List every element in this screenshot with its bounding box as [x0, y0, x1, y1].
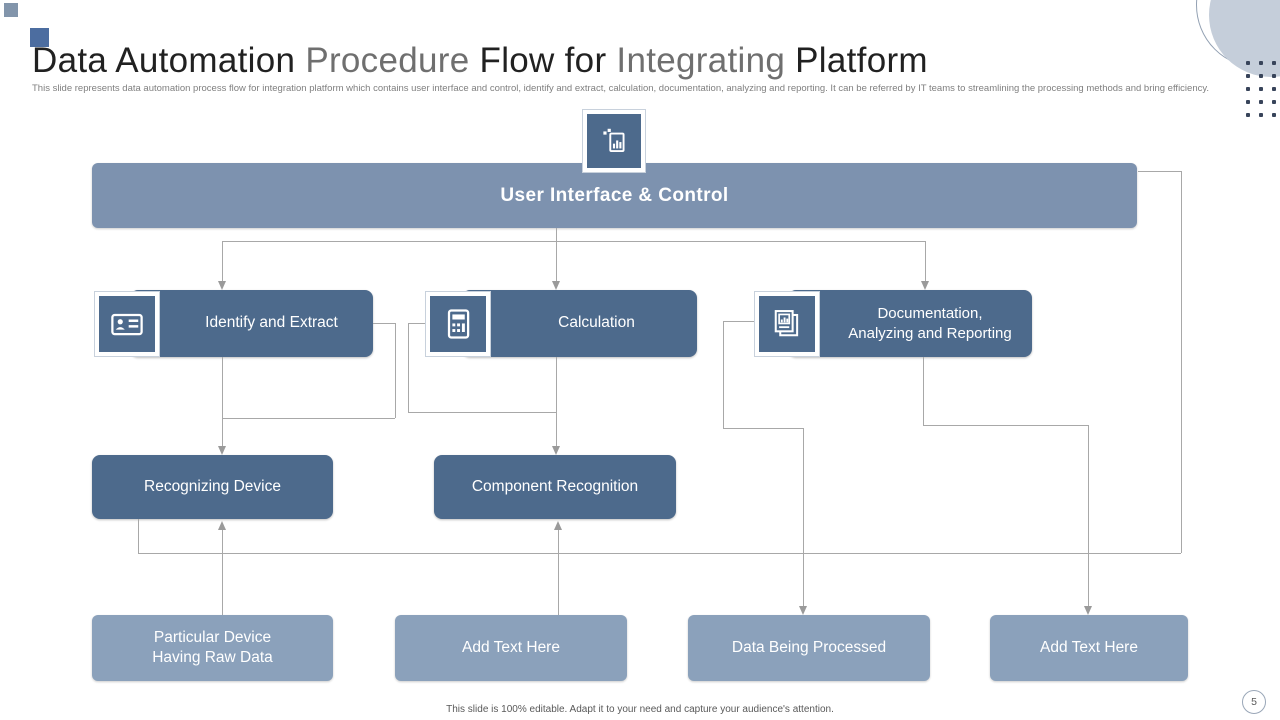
flow-node-label-line: Documentation, [877, 305, 983, 322]
decorative-square [30, 28, 49, 47]
connector-segment [1138, 171, 1181, 172]
connector-segment [222, 529, 223, 615]
footer-note: This slide is 100% editable. Adapt it to… [446, 704, 834, 715]
title-part: Data Automation [32, 41, 306, 81]
page-number-badge: 5 [1242, 690, 1266, 714]
calculator-icon [426, 292, 490, 356]
connector-segment [556, 241, 557, 282]
flow-node-calculation[interactable]: Calculation [462, 290, 697, 357]
flow-node-particular-device-raw-data[interactable]: Particular Device Having Raw Data [92, 615, 333, 681]
flow-node-component-recognition[interactable]: Component Recognition [434, 455, 676, 519]
flow-node-user-interface-control[interactable]: User Interface & Control [92, 163, 1137, 228]
data-document-icon [583, 110, 645, 172]
connector-segment [408, 412, 556, 413]
flow-node-label: Identify and Extract [205, 314, 338, 332]
flow-node-label: User Interface & Control [500, 184, 729, 206]
connector-segment [923, 357, 924, 425]
connector-segment [222, 241, 926, 242]
connector-segment [723, 321, 724, 428]
connector-segment [556, 228, 557, 242]
report-stack-icon [755, 292, 819, 356]
connector-segment [723, 428, 803, 429]
id-card-icon [95, 292, 159, 356]
flow-node-label: Add Text Here [462, 638, 560, 656]
connector-segment [373, 323, 395, 324]
connector-segment [395, 323, 396, 418]
connector-segment [138, 519, 139, 553]
title-part: Integrating [616, 41, 796, 81]
flow-node-label: Data Being Processed [731, 638, 887, 656]
slide-description: This slide represents data automation pr… [32, 82, 1210, 94]
arrowhead-down-icon [218, 281, 226, 290]
connector-segment [558, 529, 559, 615]
flow-node-add-text-placeholder[interactable]: Add Text Here [395, 615, 627, 681]
slide-title: Data Automation Procedure Flow for Integ… [32, 41, 1212, 81]
flow-node-label: Component Recognition [471, 477, 639, 495]
arrowhead-down-icon [799, 606, 807, 615]
title-part: Procedure [305, 41, 480, 81]
connector-segment [1088, 425, 1089, 606]
decorative-dot-grid [1246, 61, 1280, 117]
connector-segment [138, 553, 1181, 554]
title-part: Flow for [479, 41, 617, 81]
connector-segment [408, 323, 426, 324]
flow-node-recognizing-device[interactable]: Recognizing Device [92, 455, 333, 519]
connector-segment [925, 241, 926, 282]
connector-segment [1181, 171, 1182, 553]
arrowhead-up-icon [218, 521, 226, 530]
arrowhead-down-icon [552, 281, 560, 290]
arrowhead-up-icon [554, 521, 562, 530]
decorative-square [4, 3, 18, 17]
arrowhead-down-icon [552, 446, 560, 455]
connector-segment [723, 321, 755, 322]
flow-node-data-being-processed[interactable]: Data Being Processed [688, 615, 930, 681]
flow-node-add-text-placeholder[interactable]: Add Text Here [990, 615, 1188, 681]
connector-segment [222, 241, 223, 282]
connector-segment [222, 418, 395, 419]
connector-segment [408, 323, 409, 412]
connector-segment [923, 425, 1088, 426]
connector-segment [803, 428, 804, 606]
flow-node-label-line: Analyzing and Reporting [848, 324, 1012, 342]
page-number: 5 [1251, 696, 1257, 708]
arrowhead-down-icon [921, 281, 929, 290]
flow-node-label: Add Text Here [1040, 638, 1138, 656]
flow-node-documentation-analyzing-reporting[interactable]: Documentation, Analyzing and Reporting [788, 290, 1032, 357]
connector-segment [222, 357, 223, 446]
flow-node-label: Calculation [558, 314, 635, 332]
connector-segment [556, 357, 557, 446]
arrowhead-down-icon [1084, 606, 1092, 615]
flow-node-identify-extract[interactable]: Identify and Extract [130, 290, 373, 357]
title-part: Platform [795, 41, 928, 81]
flow-node-label-line: Having Raw Data [152, 649, 273, 666]
flow-node-label-line: Particular Device [153, 628, 272, 646]
flow-node-label: Recognizing Device [144, 477, 281, 495]
arrowhead-down-icon [218, 446, 226, 455]
